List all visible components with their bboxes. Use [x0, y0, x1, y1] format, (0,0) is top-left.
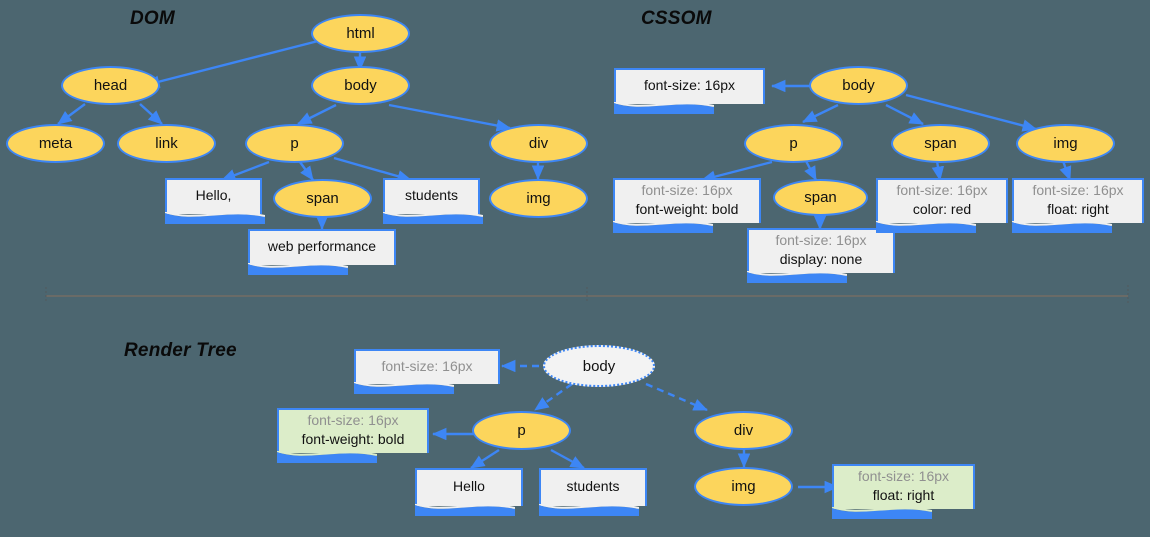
- cssom-box-span1-style-line-2: color: red: [912, 201, 972, 217]
- dom-box-web-performance: web performance: [248, 229, 396, 275]
- cssom-node-img[interactable]: img: [1016, 124, 1115, 163]
- render-box-body-style-line-1: font-size: 16px: [381, 357, 473, 374]
- cssom-node-p[interactable]: p: [744, 124, 843, 163]
- cssom-box-span2-style: font-size: 16px display: none: [747, 228, 895, 283]
- dom-section-title: DOM: [130, 8, 175, 29]
- dom-box-web-performance-line: web performance: [267, 238, 377, 255]
- dom-box-hello-line: Hello,: [195, 187, 232, 204]
- render-box-students-line: students: [566, 478, 620, 495]
- render-box-body-style: font-size: 16px: [354, 349, 500, 394]
- dom-box-students-line: students: [405, 187, 458, 204]
- render-box-p-style-line-1: font-size: 16px: [307, 412, 399, 429]
- cssom-box-body-style-line-1: font-size: 16px: [643, 77, 736, 94]
- render-box-hello-line: Hello: [453, 478, 485, 495]
- cssom-box-span1-style: font-size: 16px color: red: [876, 178, 1008, 233]
- render-tree-section-title: Render Tree: [124, 340, 237, 361]
- render-node-img[interactable]: img: [694, 467, 793, 506]
- cssom-node-span-1[interactable]: span: [891, 124, 990, 163]
- render-box-img-style-line-2: float: right: [872, 487, 935, 503]
- dom-box-students: students: [383, 178, 483, 224]
- cssom-box-span2-style-line-2: display: none: [779, 251, 863, 267]
- dom-node-img[interactable]: img: [489, 179, 588, 218]
- dom-node-div[interactable]: div: [489, 124, 588, 163]
- render-box-p-style-line-2: font-weight: bold: [301, 431, 405, 447]
- cssom-box-span2-style-line-1: font-size: 16px: [775, 232, 867, 249]
- cssom-section-title: CSSOM: [641, 8, 712, 29]
- render-node-body[interactable]: body: [543, 345, 655, 387]
- dom-box-hello: Hello,: [165, 178, 265, 224]
- dom-node-html[interactable]: html: [311, 14, 410, 53]
- cssom-box-p-style-line-1: font-size: 16px: [641, 182, 733, 199]
- cssom-node-body[interactable]: body: [809, 66, 908, 105]
- cssom-box-img-style-line-2: float: right: [1047, 201, 1109, 217]
- dom-node-body[interactable]: body: [311, 66, 410, 105]
- cssom-box-p-style: font-size: 16px font-weight: bold: [613, 178, 761, 233]
- render-box-students: students: [539, 468, 647, 516]
- render-node-div[interactable]: div: [694, 411, 793, 450]
- cssom-box-p-style-line-2: font-weight: bold: [635, 201, 739, 217]
- cssom-node-span-2[interactable]: span: [773, 179, 868, 216]
- dom-node-meta[interactable]: meta: [6, 124, 105, 163]
- render-box-img-style: font-size: 16px float: right: [832, 464, 975, 519]
- dom-node-span[interactable]: span: [273, 179, 372, 218]
- dom-node-head[interactable]: head: [61, 66, 160, 105]
- dom-node-p[interactable]: p: [245, 124, 344, 163]
- render-node-p[interactable]: p: [472, 411, 571, 450]
- render-box-hello: Hello: [415, 468, 523, 516]
- cssom-box-span1-style-line-1: font-size: 16px: [896, 182, 988, 199]
- render-box-img-style-line-1: font-size: 16px: [857, 468, 950, 485]
- cssom-box-img-style-line-1: font-size: 16px: [1032, 182, 1124, 199]
- cssom-box-img-style: font-size: 16px float: right: [1012, 178, 1144, 233]
- cssom-box-body-style: font-size: 16px: [614, 68, 765, 114]
- render-box-p-style: font-size: 16px font-weight: bold: [277, 408, 429, 463]
- dom-node-link[interactable]: link: [117, 124, 216, 163]
